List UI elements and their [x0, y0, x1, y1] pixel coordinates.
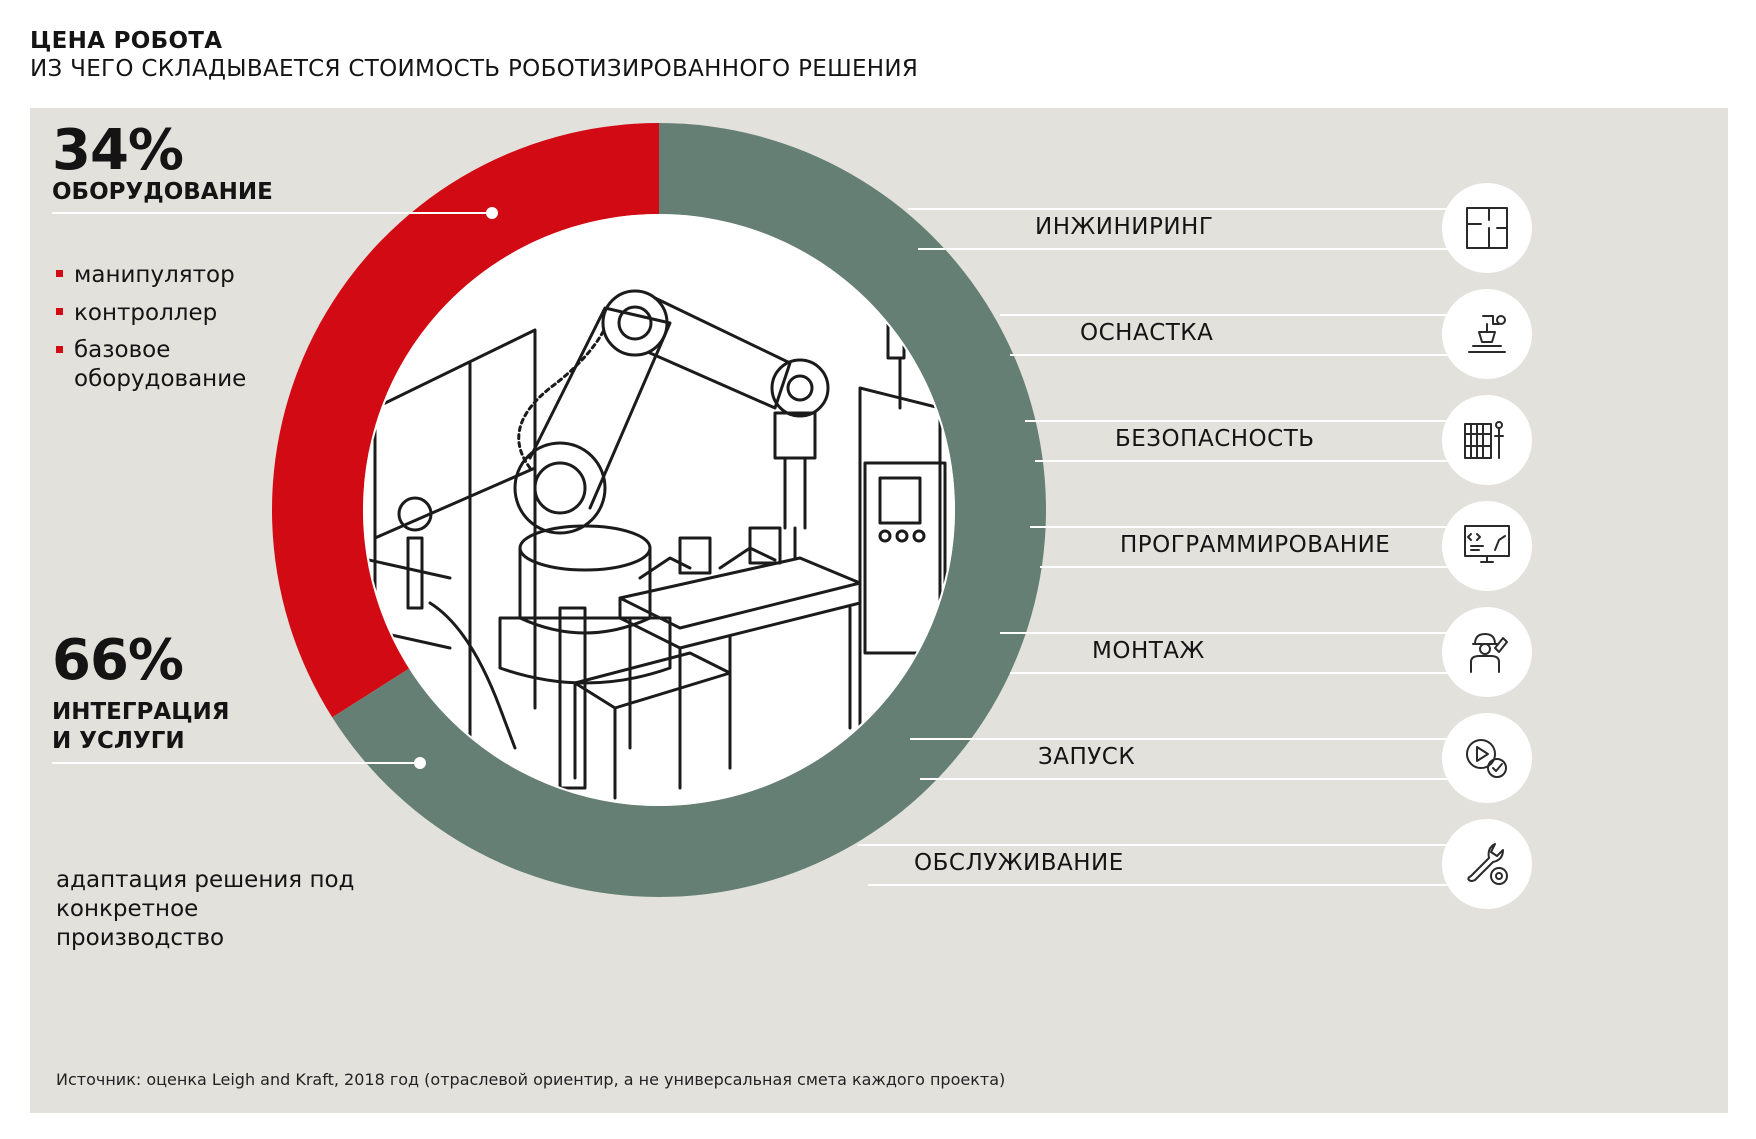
- infographic-panel: 34% ОБОРУДОВАНИЕ манипулятор контроллер …: [30, 108, 1728, 1113]
- installer-worker-icon: [1442, 607, 1532, 697]
- service-row-line-bottom: [1040, 566, 1450, 568]
- code-monitor-icon: [1442, 501, 1532, 591]
- integration-description: адаптация решения под конкретное произво…: [56, 867, 355, 951]
- gripper-tooling-icon: [1442, 289, 1532, 379]
- service-label: ПРОГРАММИРОВАНИЕ: [1120, 532, 1391, 558]
- integration-label-line2: И УСЛУГИ: [52, 728, 185, 754]
- equipment-item: контроллер: [56, 294, 284, 332]
- service-label: ЗАПУСК: [1038, 744, 1136, 770]
- donut-chart: [271, 123, 1046, 897]
- donut-slice-equipment: [271, 123, 659, 718]
- service-label: ИНЖИНИРИНГ: [1035, 214, 1214, 240]
- wrench-gear-icon: [1442, 819, 1532, 909]
- equipment-label: ОБОРУДОВАНИЕ: [52, 179, 273, 205]
- equipment-leader-dot: [486, 207, 498, 219]
- service-row-line-top: [1000, 314, 1450, 316]
- service-row-line-bottom: [1035, 460, 1450, 462]
- service-row-line-top: [908, 208, 1450, 210]
- service-row-line-top: [1025, 420, 1450, 422]
- service-label: МОНТАЖ: [1092, 638, 1205, 664]
- service-row-line-top: [910, 738, 1450, 740]
- source-note: Источник: оценка Leigh and Kraft, 2018 г…: [56, 1070, 1006, 1089]
- service-row-line-top: [858, 844, 1450, 846]
- service-label: ОБСЛУЖИВАНИЕ: [914, 850, 1124, 876]
- play-check-icon: [1442, 713, 1532, 803]
- service-row-line-top: [1030, 526, 1450, 528]
- service-label: БЕЗОПАСНОСТЬ: [1115, 426, 1315, 452]
- service-row-line-bottom: [1010, 354, 1450, 356]
- equipment-items-list: манипулятор контроллер базовое оборудова…: [56, 256, 284, 394]
- service-row-line-top: [1000, 632, 1450, 634]
- service-row-line-bottom: [920, 778, 1450, 780]
- equipment-percent: 34%: [52, 118, 184, 183]
- integration-leader-line: [52, 762, 422, 764]
- service-row-line-bottom: [868, 884, 1450, 886]
- floor-plan-icon: [1442, 183, 1532, 273]
- chart-subtitle: ИЗ ЧЕГО СКЛАДЫВАЕТСЯ СТОИМОСТЬ РОБОТИЗИР…: [30, 56, 919, 82]
- safety-fence-icon: [1442, 395, 1532, 485]
- chart-title: ЦЕНА РОБОТА: [30, 28, 223, 54]
- integration-percent: 66%: [52, 628, 184, 693]
- equipment-item: базовое оборудование: [56, 332, 284, 394]
- integration-label-line1: ИНТЕГРАЦИЯ: [52, 699, 230, 725]
- service-label: ОСНАСТКА: [1080, 320, 1214, 346]
- service-row-line-bottom: [1010, 672, 1450, 674]
- service-row-line-bottom: [918, 248, 1450, 250]
- equipment-leader-line: [52, 212, 492, 214]
- equipment-item: манипулятор: [56, 256, 284, 294]
- integration-leader-dot: [414, 757, 426, 769]
